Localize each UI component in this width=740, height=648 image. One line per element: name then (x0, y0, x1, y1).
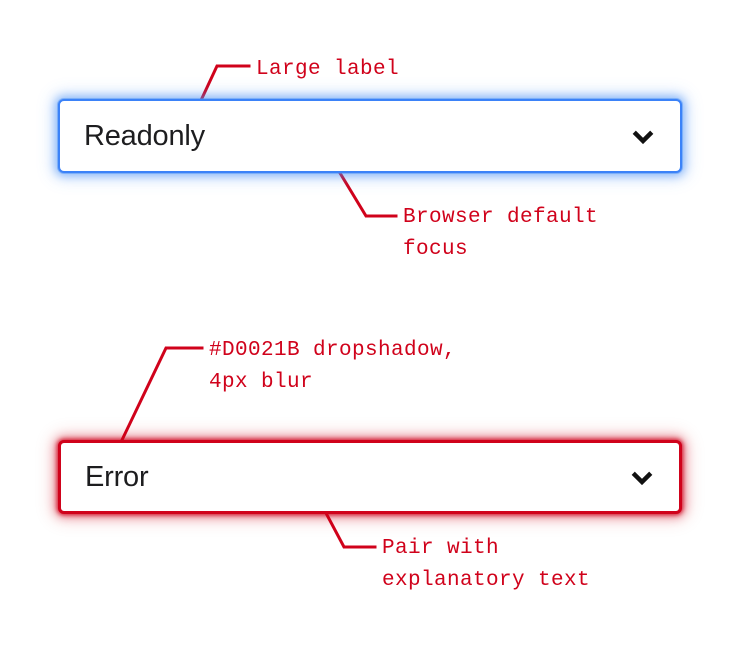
leader-line-dropshadow (119, 346, 204, 443)
annotation-pair-with-explanatory-text: Pair with explanatory text (382, 537, 591, 592)
chevron-down-icon[interactable] (627, 462, 657, 492)
error-select-value: Error (85, 460, 149, 493)
annotation-dropshadow-spec: #D0021B dropshadow, 4px blur (209, 339, 457, 394)
readonly-select-value: Readonly (84, 119, 205, 152)
chevron-down-icon[interactable] (628, 121, 658, 151)
error-select[interactable]: Error (58, 440, 682, 514)
readonly-select[interactable]: Readonly (58, 99, 682, 173)
leader-line-browser-focus (334, 165, 398, 218)
annotation-large-label: Large label (256, 58, 400, 81)
annotation-browser-default-focus: Browser default focus (403, 206, 599, 261)
